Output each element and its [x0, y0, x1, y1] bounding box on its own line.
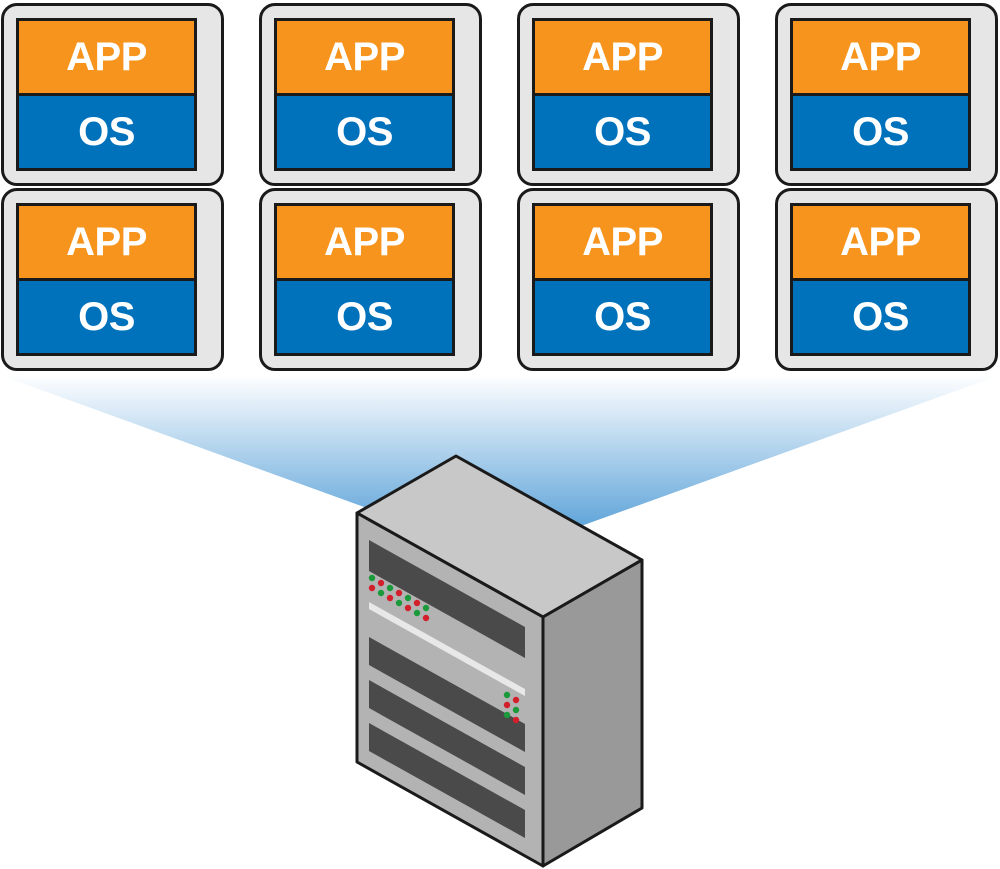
- os-layer: OS: [793, 281, 968, 353]
- app-layer: APP: [277, 206, 452, 281]
- drive-bay: [369, 637, 525, 752]
- app-layer: APP: [535, 21, 710, 96]
- vm-stack: APP OS: [274, 18, 455, 171]
- vm-grid: APP OS APP OS APP OS APP OS APP OS APP O…: [0, 0, 1000, 375]
- os-layer: OS: [535, 96, 710, 168]
- os-layer: OS: [793, 96, 968, 168]
- app-layer: APP: [19, 206, 194, 281]
- status-leds: [503, 691, 520, 724]
- vm-stack: APP OS: [790, 18, 971, 171]
- drive-bay: [369, 723, 525, 838]
- virtual-machine: APP OS: [517, 3, 740, 186]
- status-leds: [368, 574, 430, 622]
- vm-stack: APP OS: [16, 18, 197, 171]
- vm-stack: APP OS: [274, 203, 455, 356]
- vm-stack: APP OS: [532, 18, 713, 171]
- vm-stack: APP OS: [790, 203, 971, 356]
- drive-bay: [369, 602, 525, 696]
- vm-stack: APP OS: [16, 203, 197, 356]
- drive-bay: [369, 680, 525, 795]
- vm-stack: APP OS: [532, 203, 713, 356]
- app-layer: APP: [793, 21, 968, 96]
- os-layer: OS: [535, 281, 710, 353]
- os-layer: OS: [19, 96, 194, 168]
- drive-bay: [369, 540, 525, 658]
- app-layer: APP: [793, 206, 968, 281]
- virtual-machine: APP OS: [1, 3, 224, 186]
- app-layer: APP: [277, 21, 452, 96]
- virtual-machine: APP OS: [775, 3, 998, 186]
- app-layer: APP: [535, 206, 710, 281]
- os-layer: OS: [19, 281, 194, 353]
- virtual-machine: APP OS: [259, 3, 482, 186]
- virtual-machine: APP OS: [517, 188, 740, 371]
- virtual-machine: APP OS: [259, 188, 482, 371]
- os-layer: OS: [277, 281, 452, 353]
- virtual-machine: APP OS: [1, 188, 224, 371]
- beam-shape: [0, 375, 1000, 530]
- app-layer: APP: [19, 21, 194, 96]
- virtual-machine: APP OS: [775, 188, 998, 371]
- os-layer: OS: [277, 96, 452, 168]
